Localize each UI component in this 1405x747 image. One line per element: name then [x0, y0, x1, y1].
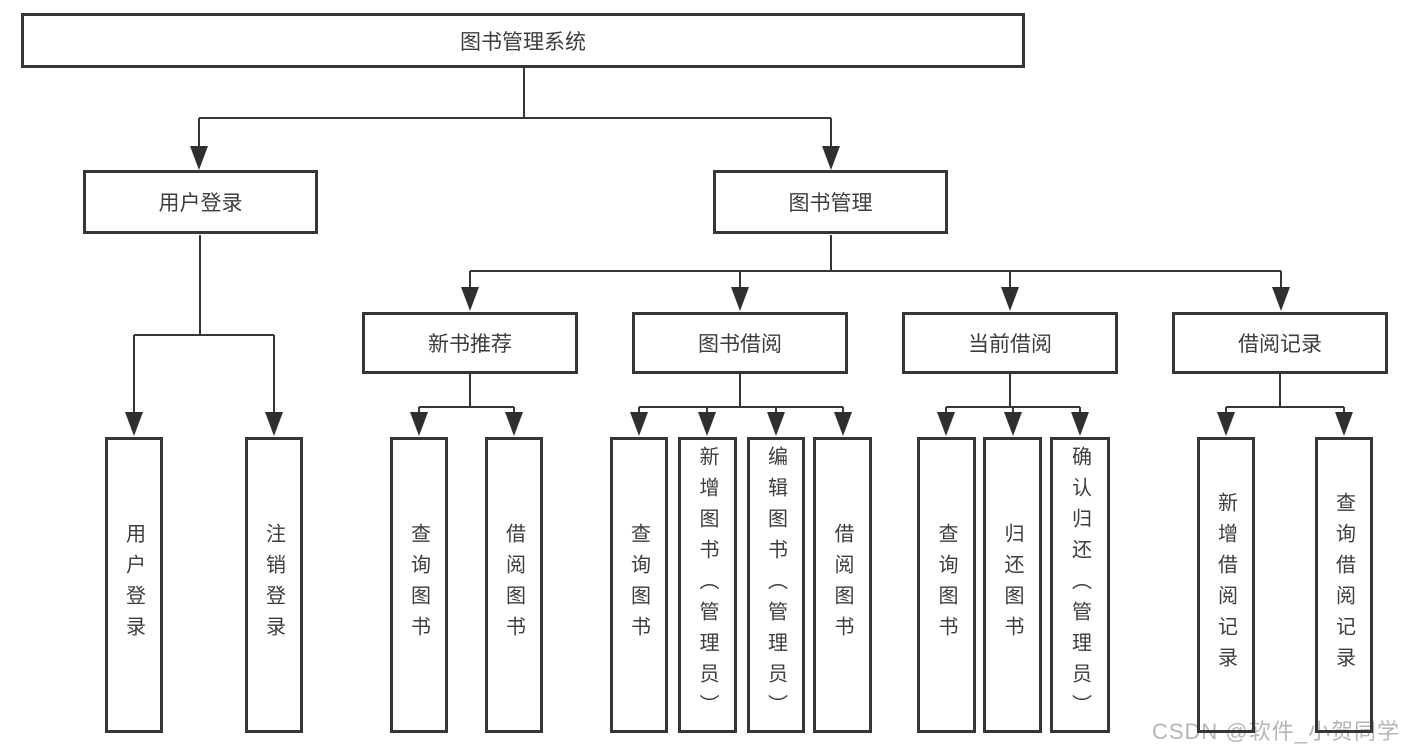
node-book-management: 图书管理 [713, 170, 948, 234]
leaf-query-books-borrow: 查询图书 [610, 437, 668, 733]
node-label: 借阅记录 [1238, 333, 1322, 356]
node-label: 图书管理系统 [460, 30, 586, 54]
leaf-query-borrow-record: 查询借阅记录 [1315, 437, 1373, 733]
leaf-label: 注销登录 [262, 523, 285, 647]
node-library-management-system: 图书管理系统 [21, 13, 1025, 68]
leaf-label: 归还图书 [1001, 523, 1023, 647]
leaf-add-books-admin: 新增图书（管理员） [678, 437, 737, 733]
leaf-label: 查询借阅记录 [1332, 492, 1355, 678]
node-borrow-records: 借阅记录 [1172, 312, 1388, 374]
leaf-label: 新增借阅记录 [1214, 492, 1237, 678]
leaf-query-books-recommend: 查询图书 [390, 437, 448, 733]
leaf-borrow-books-recommend: 借阅图书 [485, 437, 543, 733]
leaf-label: 确认归还（管理员） [1068, 445, 1091, 725]
node-label: 图书借阅 [698, 333, 782, 356]
leaf-logout: 注销登录 [245, 437, 303, 733]
node-label: 用户登录 [158, 192, 243, 215]
leaf-label: 借阅图书 [831, 523, 853, 647]
node-current-borrow: 当前借阅 [902, 312, 1118, 374]
leaf-label: 新增图书（管理员） [696, 445, 718, 725]
leaf-label: 查询图书 [407, 523, 430, 647]
node-user-login: 用户登录 [83, 170, 318, 234]
node-label: 当前借阅 [968, 333, 1052, 356]
leaf-edit-books-admin: 编辑图书（管理员） [747, 437, 805, 733]
node-new-book-recommend: 新书推荐 [362, 312, 578, 374]
leaf-label: 编辑图书（管理员） [764, 445, 787, 725]
leaf-confirm-return-admin: 确认归还（管理员） [1050, 437, 1110, 733]
leaf-label: 查询图书 [627, 523, 650, 647]
leaf-return-books: 归还图书 [983, 437, 1042, 733]
node-label: 图书管理 [788, 192, 873, 215]
leaf-user-login: 用户登录 [105, 437, 163, 733]
leaf-borrow-books: 借阅图书 [813, 437, 872, 733]
leaf-label: 查询图书 [935, 523, 957, 647]
leaf-query-books-current: 查询图书 [917, 437, 976, 733]
node-book-borrow: 图书借阅 [632, 312, 848, 374]
leaf-label: 借阅图书 [502, 523, 525, 647]
leaf-label: 用户登录 [122, 523, 145, 647]
node-label: 新书推荐 [428, 333, 512, 356]
leaf-add-borrow-record: 新增借阅记录 [1197, 437, 1255, 733]
